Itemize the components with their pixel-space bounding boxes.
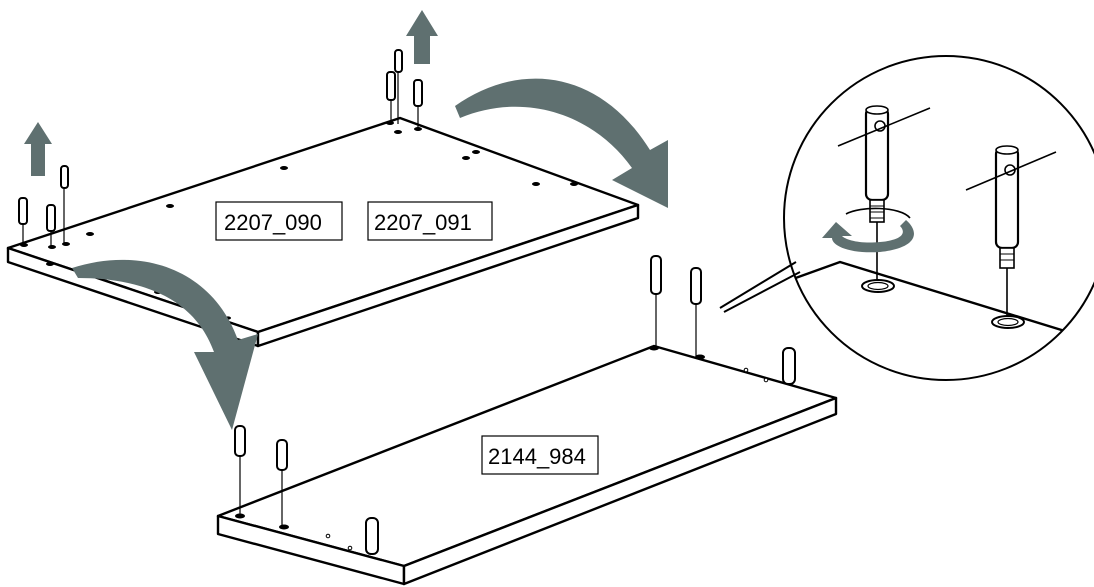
label-2144-984: 2144_984 xyxy=(481,435,599,475)
detail-callout xyxy=(719,55,1094,381)
svg-text:2207_090: 2207_090 xyxy=(224,210,322,235)
label-2207-091: 2207_091 xyxy=(367,201,493,241)
rotate-arrow-icon xyxy=(822,207,914,253)
up-arrow-icon xyxy=(406,10,438,64)
curved-arrow-icon xyxy=(455,78,668,208)
upper-left-pins xyxy=(18,165,69,246)
lower-panel-holes xyxy=(235,345,769,551)
upper-top-pins xyxy=(386,49,423,128)
up-arrow-icon xyxy=(24,122,52,176)
lower-pins xyxy=(234,255,796,555)
curved-arrow-icon xyxy=(72,259,258,430)
svg-text:2207_091: 2207_091 xyxy=(374,210,472,235)
label-2207-090: 2207_090 xyxy=(215,201,343,241)
svg-text:2144_984: 2144_984 xyxy=(488,444,586,469)
